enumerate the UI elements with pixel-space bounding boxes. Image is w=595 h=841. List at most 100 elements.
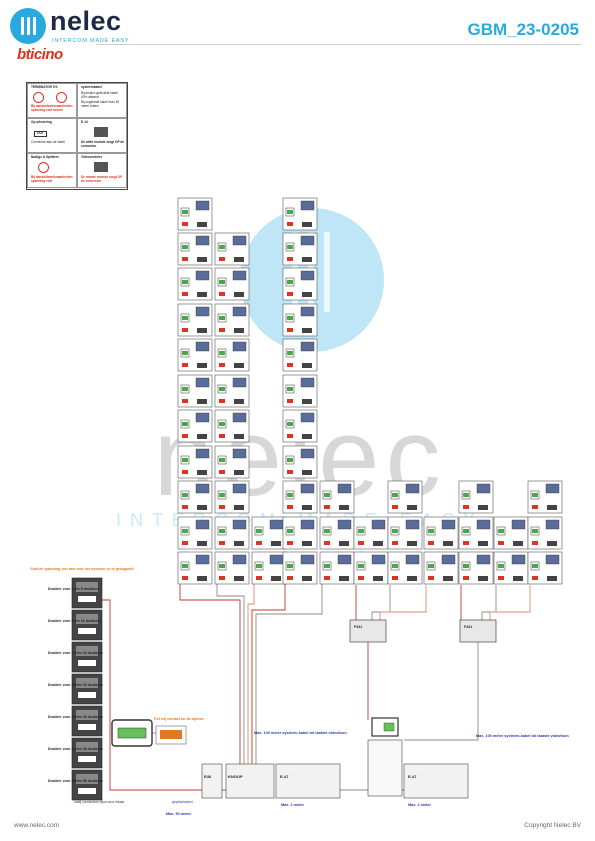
videophone-unit [214, 338, 250, 372]
videophone-unit [387, 480, 423, 514]
videophone-unit [282, 374, 318, 408]
videophone-unit [319, 516, 355, 550]
e47-module-2: E-47 [403, 763, 469, 799]
max-2m-note: Max. 2 meter [408, 803, 432, 807]
footer-copyright: Copyright Nelec BV [524, 822, 581, 829]
videophone-unit [353, 551, 389, 585]
max-2m-note: Max. 2 meter [281, 803, 305, 807]
panel-label: Drukker voor 17 t/m 24 drukkers [48, 651, 103, 655]
videophone-unit [214, 480, 250, 514]
videophone-unit [319, 480, 355, 514]
videophone-unit [527, 480, 563, 514]
entrance-panel: Drukker voor 33 t/m 40 drukkers [48, 705, 103, 737]
max-distance-right: Max. 100 meter systeem-kabel tot laatste… [476, 734, 569, 738]
videophone-unit [458, 516, 494, 550]
videophone-unit [214, 232, 250, 266]
distributor-label: F441 [354, 625, 362, 629]
legend-cell: Nuttige & Splitters Bij aansluitwerkzaam… [27, 153, 77, 188]
videophone-unit [251, 551, 287, 585]
knoop-module: KNOOP [225, 763, 275, 799]
relay-contact-label: Pot vrij contact for de opener [154, 717, 205, 721]
videophone-unit [387, 551, 423, 585]
partner-logo: bticino [17, 46, 63, 63]
videophone-unit [458, 551, 494, 585]
brand-tagline: INTERCOM MADE EASY [52, 38, 130, 44]
connector-icon [94, 162, 108, 172]
footer-website[interactable]: www.nelec.com [14, 822, 60, 829]
videophone-unit [282, 338, 318, 372]
entrance-panel: Drukker voor 17 t/m 24 drukkers [48, 641, 103, 673]
videophone-unit [458, 480, 494, 514]
videophone-grid [177, 197, 563, 585]
videophone-unit [214, 409, 250, 443]
wiring [102, 560, 531, 791]
videophone-unit [282, 445, 318, 479]
legend-cell: Videoverdeler De zwarte module zorgt OP … [77, 153, 127, 188]
legend-box: TERMINATOR 5 K Bij aansluitwerkzaamheden… [26, 82, 128, 190]
distributor-label: F441 [464, 625, 472, 629]
videophone-unit [214, 267, 250, 301]
videophone-unit [177, 516, 213, 550]
videophone-unit [177, 197, 213, 231]
videophone-unit [353, 516, 389, 550]
entrance-panel: Drukker voor 1 t/m 8 drukkers [48, 577, 103, 609]
legend-cell: Op uitvoering OUT Connector aan de kabel [27, 118, 77, 153]
videophone-unit [177, 551, 213, 585]
videophone-unit [527, 516, 563, 550]
videophone-unit [177, 303, 213, 337]
module-label: E-47 [280, 774, 289, 779]
e47-module-1: E-47 [275, 763, 341, 799]
videophone-unit [177, 480, 213, 514]
polarised-note: gepolariseerd [172, 800, 193, 804]
videophone-unit [214, 303, 250, 337]
videophone-unit [177, 267, 213, 301]
entrance-panel: Drukker voor 49 t/m 56 drukkers [48, 769, 103, 801]
videophone-unit [387, 516, 423, 550]
panel-label: Drukker voor 9 t/m 16 drukkers [48, 619, 101, 623]
videophone-unit [493, 551, 529, 585]
psu-label: E46 [204, 774, 212, 779]
videophone-unit [214, 551, 250, 585]
videophone-unit [319, 551, 355, 585]
videophone-unit [282, 480, 318, 514]
distributor-2: F441 [459, 619, 497, 643]
videophone-unit [423, 516, 459, 550]
module-label: E-47 [408, 774, 417, 779]
power-module [367, 717, 403, 797]
connector-note: nabij connectors bijon voor elkaar [74, 800, 125, 804]
videophone-unit [423, 551, 459, 585]
videophone-unit [282, 197, 318, 231]
distributor-1: F441 [349, 619, 387, 643]
panel-label: Drukker voor 33 t/m 40 drukkers [48, 715, 103, 719]
nelec-logo-icon [10, 8, 46, 44]
no-icon [33, 92, 44, 103]
legend-cell: TERMINATOR 5 K Bij aansluitwerkzaamheden… [27, 83, 77, 118]
videophone-unit [214, 516, 250, 550]
psu-module: E46 [201, 763, 223, 799]
videophone-unit [282, 516, 318, 550]
relay-module: Pot vrij contact for de opener [154, 717, 205, 745]
videophone-unit [251, 516, 287, 550]
no-icon [56, 92, 67, 103]
max-50m-note: Max. 50 meter [166, 812, 192, 816]
legend-cell: systeemkabel Bij andere gebruikte kabel … [77, 83, 127, 118]
videophone-unit [177, 338, 213, 372]
max-distance-left: Max. 100 meter systeem-kabel tot laatste… [254, 731, 347, 735]
connector-icon [94, 127, 108, 137]
videophone-unit [282, 303, 318, 337]
videophone-unit [214, 374, 250, 408]
videophone-unit [527, 551, 563, 585]
videophone-unit [177, 445, 213, 479]
videophone-unit [177, 232, 213, 266]
panel-label: Drukker voor 41 t/m 48 drukkers [48, 747, 103, 751]
document-code: GBM_23-0205 [467, 20, 579, 39]
no-icon [38, 162, 49, 173]
videophone-unit [493, 516, 529, 550]
header-divider [96, 44, 581, 45]
panel-label: Drukker voor 25 t/m 32 drukkers [48, 683, 103, 687]
entrance-panel: Drukker voor 25 t/m 32 drukkers [48, 673, 103, 705]
knoop-label: KNOOP [228, 774, 243, 779]
videophone-unit [214, 445, 250, 479]
videophone-unit [282, 409, 318, 443]
